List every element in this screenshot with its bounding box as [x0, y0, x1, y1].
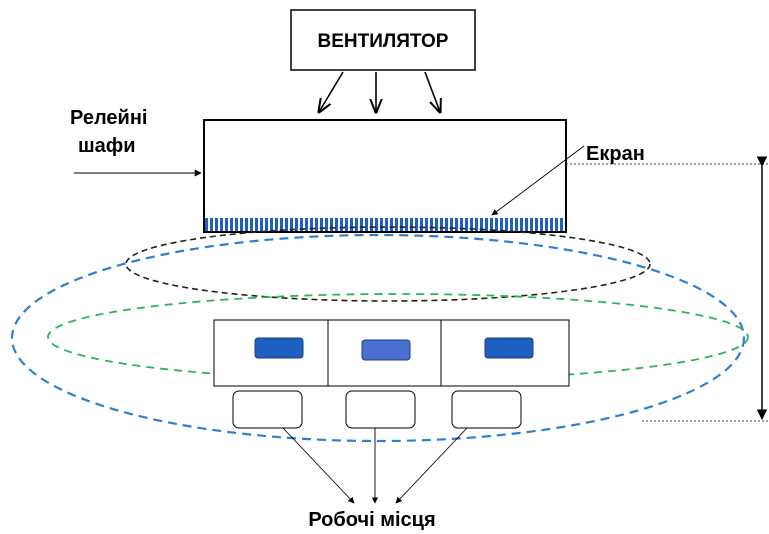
- workplace-pointer-right: [395, 427, 468, 504]
- indicator-center: [361, 339, 411, 361]
- screen-strip: [205, 218, 565, 231]
- relay-cabinets-label-line1: Релейні: [70, 107, 147, 129]
- outer-zone-ellipse: [10, 233, 746, 443]
- workplace-pointer-left: [282, 427, 355, 504]
- inner-zone-ellipse: [125, 226, 651, 302]
- indicator-right: [484, 337, 534, 359]
- screen-label: Екран: [586, 143, 645, 165]
- relay-cabinets-block: [203, 119, 567, 233]
- workplaces-label: Робочі місця: [308, 509, 435, 531]
- relay-cabinets-label-line2: шафи: [78, 135, 136, 157]
- workplace-desk-right: [451, 390, 522, 429]
- workplace-desk-center: [345, 390, 416, 429]
- fan-arrow-left: [319, 71, 344, 112]
- workplace-desk-left: [232, 390, 303, 429]
- fan-label: ВЕНТИЛЯТОР: [318, 31, 449, 52]
- fan-box: [290, 9, 476, 71]
- indicator-left: [254, 337, 304, 359]
- fan-arrow-right: [424, 71, 440, 112]
- screen-pointer: [491, 145, 585, 216]
